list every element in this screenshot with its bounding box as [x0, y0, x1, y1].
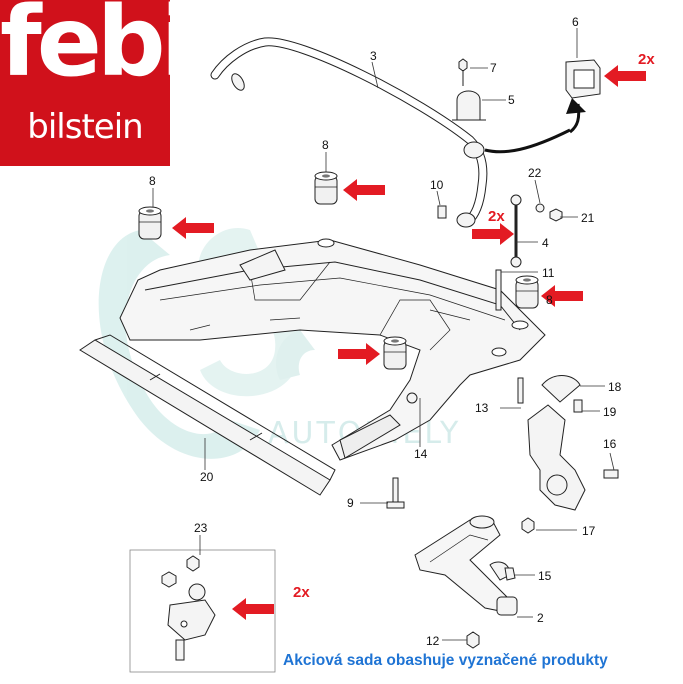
callout-21: 21: [581, 211, 595, 225]
highlight-arrow-bushing-left: [172, 217, 214, 239]
callout-11: 11: [542, 266, 555, 280]
febi-bilstein-logo: febi bilstein: [0, 0, 194, 166]
highlight-arrow-bushing-arm: [338, 343, 380, 365]
callout-4: 4: [542, 236, 549, 250]
highlight-arrow-bushing-top: [343, 179, 385, 201]
callout-22: 22: [528, 166, 542, 180]
callout-5: 5: [508, 93, 515, 107]
callout-8-left: 8: [149, 174, 156, 188]
leader-lines: [152, 28, 615, 641]
callout-12: 12: [426, 634, 440, 648]
callout-7: 7: [490, 61, 497, 75]
side-rail: [79, 334, 336, 496]
callout-14: 14: [414, 447, 428, 461]
promo-note: Akciová sada obashuje vyznačené produkty: [283, 652, 608, 669]
quantity-stabilizer-bushing: 2x: [638, 51, 655, 68]
callout-19: 19: [603, 405, 617, 419]
callout-3: 3: [370, 49, 377, 63]
subframe-bushing-top: [314, 171, 338, 205]
callout-10: 10: [430, 178, 444, 192]
quantity-stabilizer-link: 2x: [488, 208, 505, 225]
callout-20: 20: [200, 470, 214, 484]
callout-8-top: 8: [322, 138, 329, 152]
fasteners: [386, 269, 583, 649]
stabilizer-bracket: [452, 58, 486, 121]
ball-joint-kit: [129, 549, 276, 673]
subframe-bushing-left: [138, 206, 162, 240]
quantity-marks: 2x 2x 2x: [293, 51, 655, 601]
stabilizer-bushing: [484, 59, 601, 154]
callout-8-right: 8: [546, 293, 553, 307]
callout-13: 13: [475, 401, 489, 415]
lower-control-arm: [414, 515, 518, 616]
highlight-arrow-stabilizer-bushing: [604, 65, 646, 87]
stabilizer-link: [437, 194, 563, 268]
subframe-bushing-right: [515, 275, 539, 309]
callout-17: 17: [582, 524, 596, 538]
logo-line-bilstein: bilstein: [27, 107, 143, 147]
callout-9: 9: [347, 496, 354, 510]
highlight-arrow-ball-joint: [232, 598, 274, 620]
control-arm-bushing: [383, 336, 407, 370]
quantity-ball-joint: 2x: [293, 584, 310, 601]
callout-6: 6: [572, 15, 579, 29]
stabilizer-bar: [210, 37, 488, 228]
callout-15: 15: [538, 569, 552, 583]
highlight-arrow-stabilizer-link: [472, 223, 514, 245]
callout-18: 18: [608, 380, 622, 394]
callout-16: 16: [603, 437, 617, 451]
steering-knuckle: [527, 375, 619, 511]
callout-2: 2: [537, 611, 544, 625]
logo-line-febi: febi: [0, 0, 194, 98]
callout-23: 23: [194, 521, 208, 535]
front-subframe: [119, 238, 546, 461]
callout-labels: 3 7 5 6 8 8 8 10 22 21 4 11 18 13 19 14 …: [149, 15, 622, 648]
